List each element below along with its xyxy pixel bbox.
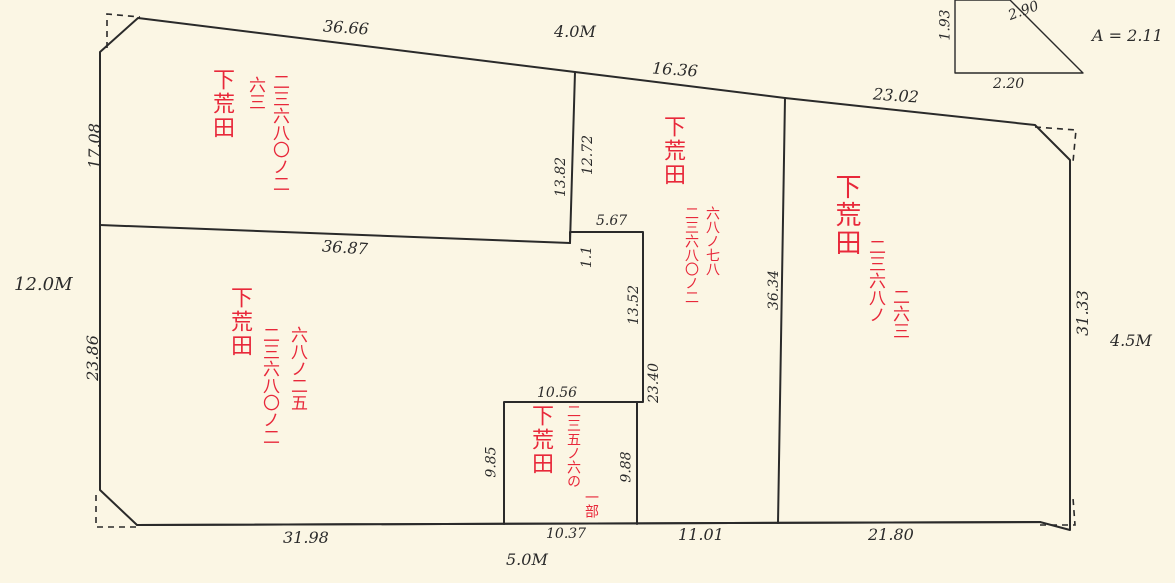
outer-boundary (99, 17, 1071, 531)
dim-bottom-road: 5.0M (506, 550, 548, 569)
dim-inner-v1: 13.52 (626, 284, 643, 326)
dim-step-h: 5.67 (596, 213, 628, 229)
line-long-vertical (777, 97, 786, 524)
parcel-2-land-type: 下荒田 (227, 286, 252, 358)
parcel-1-lot-line2: 六三 (245, 76, 265, 110)
dim-left-top: 17.08 (84, 123, 104, 169)
dim-sub-right: 9.88 (618, 451, 635, 483)
dim-bottom-d: 21.80 (868, 525, 914, 544)
dim-mid-h: 36.87 (321, 236, 369, 259)
parcel-4-lot-line1: 二三六八ノ (865, 238, 885, 323)
parcel-4-lot-line2: 二六三 (889, 288, 909, 339)
sub-parcel (503, 401, 638, 525)
triangle-side-c: 2.20 (993, 76, 1025, 92)
triangle-sketch (954, 0, 1084, 74)
dim-bottom-c: 11.01 (678, 525, 724, 544)
dim-top-b: 16.36 (651, 58, 699, 81)
line-step (569, 231, 644, 403)
parcel-2-lot-line1: 二三六八〇ノ二 (259, 326, 279, 445)
dim-bottom-b: 10.37 (546, 526, 587, 542)
dim-sub-left: 9.85 (483, 446, 500, 478)
parcel-5-lot-line2: 一部 (583, 490, 599, 518)
parcel-3-lot-line2: 六八ノ七八 (704, 206, 720, 276)
parcel-1-land-type: 下荒田 (209, 68, 234, 140)
dim-top-c: 23.02 (872, 84, 920, 107)
dim-mid-v2: 12.72 (580, 134, 597, 176)
dim-right-v: 31.33 (1072, 290, 1092, 336)
parcel-3-land-type: 下荒田 (660, 115, 685, 187)
bottom-edge (136, 521, 1041, 526)
corner-top-right (1034, 126, 1077, 163)
dim-top-a: 36.66 (322, 16, 370, 39)
corner-bottom-left (95, 495, 137, 528)
parcel-2-lot-line2: 六八ノ二五 (287, 326, 307, 411)
dim-road-right: 4.5M (1110, 331, 1152, 350)
dim-top-road: 4.0M (554, 22, 596, 41)
dim-mid-v1: 13.82 (553, 156, 570, 198)
corner-bottom-right (1040, 497, 1076, 526)
line-mid-horizontal (99, 224, 571, 244)
triangle-side-a: 1.93 (937, 9, 954, 41)
triangle-area: A = 2.11 (1092, 26, 1163, 45)
parcel-5-lot-line1: 二三五ノ六の (565, 404, 581, 488)
dim-bottom-a: 31.98 (283, 528, 329, 547)
corner-top-left (106, 13, 141, 48)
parcel-1-lot-line1: 二三六八〇ノ二 (269, 73, 289, 192)
line-mid-vertical (569, 71, 576, 244)
parcel-3-lot-line1: 二三六八〇ノ二 (683, 206, 699, 304)
dim-long-v: 36.34 (766, 269, 783, 311)
dim-inner-v2: 23.40 (646, 362, 663, 404)
dim-sub-top: 10.56 (537, 385, 578, 401)
parcel-4-land-type: 下荒田 (831, 173, 861, 257)
dim-step-v: 1.1 (579, 245, 596, 269)
dim-left-bottom: 23.86 (82, 335, 102, 381)
dim-road-left: 12.0M (14, 274, 73, 295)
parcel-5-land-type: 下荒田 (528, 404, 553, 476)
